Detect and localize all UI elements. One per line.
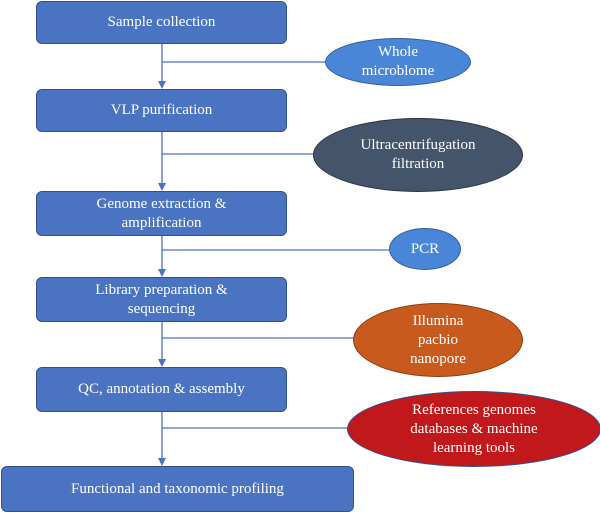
annotation-reference-databases: References genomes databases & machine l… — [347, 391, 600, 467]
step-vlp-purification: VLP purification — [36, 89, 287, 132]
annotation-ultracentrifugation: Ultracentrifugation filtration — [313, 118, 523, 192]
step-functional-profiling: Functional and taxonomic profiling — [1, 466, 354, 512]
annotation-pcr: PCR — [389, 228, 461, 270]
annotation-sequencing-platforms: Illumina pacbio nanopore — [353, 303, 523, 377]
step-library-preparation: Library preparation & sequencing — [36, 277, 287, 322]
step-sample-collection: Sample collection — [36, 1, 287, 44]
step-genome-extraction: Genome extraction & amplification — [36, 191, 287, 236]
step-qc-annotation: QC, annotation & assembly — [36, 367, 287, 412]
annotation-whole-microbiome: Whole microblome — [325, 38, 471, 86]
